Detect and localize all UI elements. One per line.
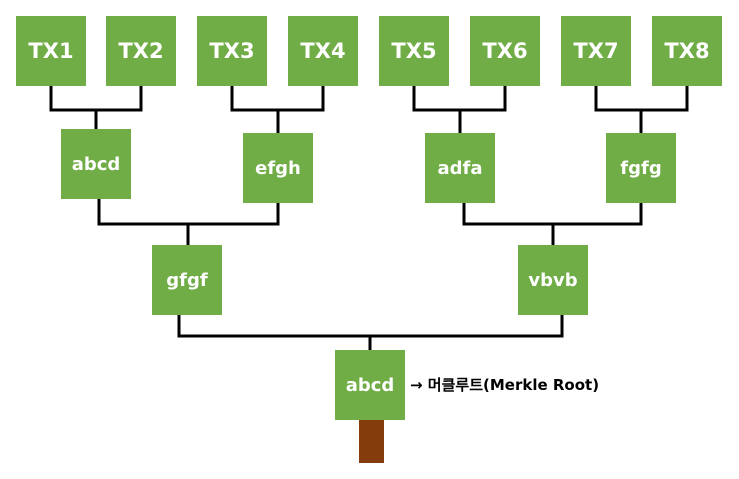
connector-adfa-fgfg [462, 203, 643, 226]
tx-node-2: TX2 [106, 16, 176, 86]
hash-node-gfgf: gfgf [152, 245, 222, 315]
merkle-root-caption: → 머클루트(Merkle Root) [410, 376, 600, 394]
hash-node-abcd: abcd [61, 129, 131, 199]
connector-tx1-tx2 [49, 86, 143, 112]
merkle-root-node: abcd [335, 350, 405, 420]
tx-node-4: TX4 [288, 16, 358, 86]
tx-node-5: TX5 [379, 16, 449, 86]
tx-node-7: TX7 [561, 16, 631, 86]
connector-tx5-tx6 [412, 86, 507, 112]
tx-node-8: TX8 [652, 16, 722, 86]
hash-node-adfa: adfa [425, 133, 495, 203]
tx-node-3: TX3 [197, 16, 267, 86]
hash-node-fgfg: fgfg [606, 133, 676, 203]
connector-tx3-tx4 [230, 86, 325, 112]
connector-gfgf-vbvb [177, 315, 564, 338]
tree-trunk [359, 420, 384, 463]
hash-node-efgh: efgh [243, 133, 313, 203]
connector-tx7-tx8 [594, 86, 689, 112]
tx-node-1: TX1 [16, 16, 86, 86]
tx-node-6: TX6 [470, 16, 540, 86]
hash-node-vbvb: vbvb [518, 245, 588, 315]
